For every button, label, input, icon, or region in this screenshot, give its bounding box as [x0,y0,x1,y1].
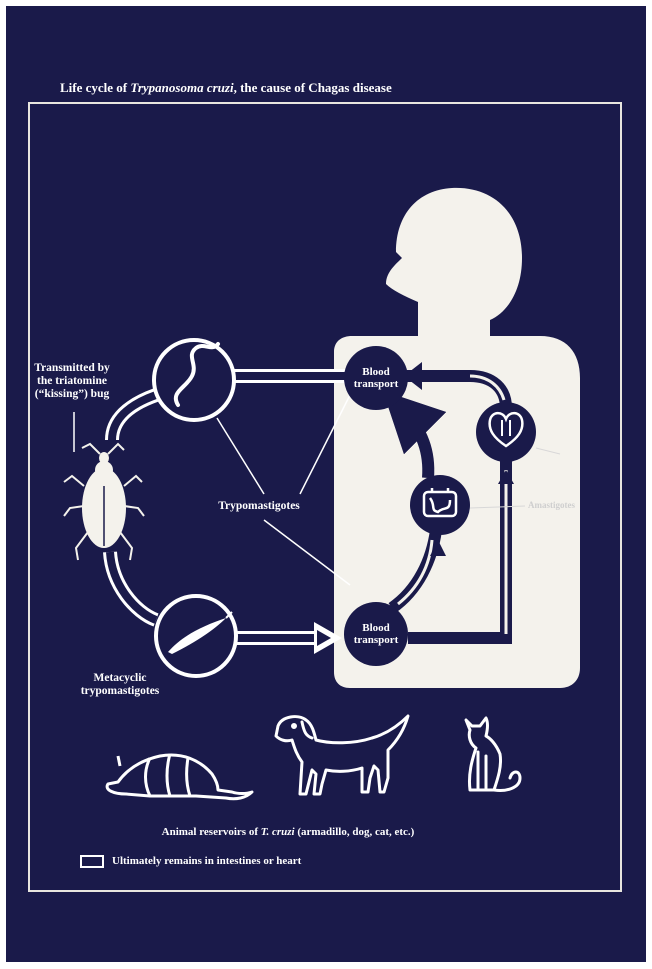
cat-icon [466,718,520,791]
kissing-bug-icon [64,444,144,560]
legend-text: Ultimately remains in intestines or hear… [112,855,372,868]
trypomastigotes-label: Trypomastigotes [206,500,312,513]
intestine-node [410,475,470,535]
amastigotes-label: Amastigotes [528,500,575,510]
armadillo-icon [107,754,252,799]
blood-transport-top-label: Blood transport [341,366,411,390]
legend-swatch [80,855,104,868]
blood-transport-bottom-label: Blood transport [341,622,411,646]
vector-label: Transmitted by the triatomine (“kissing”… [20,362,124,401]
metacyclic-label: Metacyclic trypomastigotes [60,672,180,698]
reservoirs-caption: Animal reservoirs of T. cruzi (armadillo… [108,826,468,839]
dog-icon [276,716,408,794]
trypomastigote-node [154,340,234,420]
metacyclic-node [156,596,236,676]
heart-node [476,402,536,462]
